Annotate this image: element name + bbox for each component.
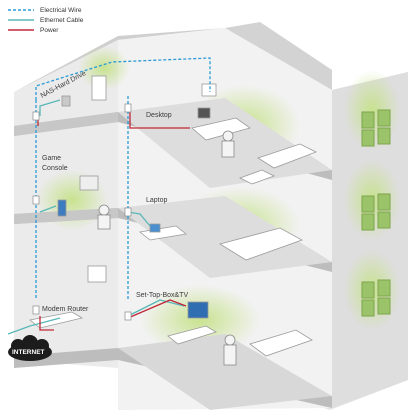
ethernet-cable (127, 211, 151, 227)
power-cable (127, 299, 187, 319)
label-laptop: Laptop (146, 197, 168, 204)
window (377, 279, 391, 297)
window (377, 127, 391, 145)
outlets (32, 103, 132, 321)
laptop (149, 223, 161, 233)
tv-screen (187, 301, 209, 319)
label-console: Console (42, 165, 68, 172)
window (361, 111, 375, 129)
person-desktop-head (222, 130, 234, 142)
legend-electrical-label: Electrical Wire (40, 7, 82, 14)
window (361, 129, 375, 147)
label-game: Game (42, 155, 61, 162)
legend-ethernet-label: Ethernet Cable (40, 17, 84, 24)
legend-power-label: Power (40, 27, 59, 34)
person-console-head (98, 204, 110, 216)
window (361, 195, 375, 213)
console-device (57, 199, 67, 217)
wiring (7, 57, 211, 335)
outlet (124, 103, 132, 113)
legend: Electrical Wire Ethernet Cable Power (8, 7, 84, 34)
window (361, 281, 375, 299)
laptop-desk (139, 225, 187, 241)
tv-cabinet (167, 325, 217, 345)
table-upper (238, 169, 276, 185)
ethernet-cable (39, 205, 57, 213)
power-cable (129, 110, 190, 129)
person-desktop-body (221, 140, 235, 158)
tv-console (79, 175, 99, 191)
window (377, 211, 391, 229)
house-front-wall (332, 72, 408, 408)
glow-top-left (78, 46, 130, 90)
label-set-top-box-tv: Set-Top-Box&TV (136, 292, 188, 299)
nas-device (61, 95, 71, 107)
left-floor-1 (14, 112, 118, 136)
window (377, 193, 391, 211)
outlet (32, 305, 40, 315)
modem-box (87, 265, 107, 283)
person-dancing-body (223, 344, 237, 366)
router-pad (29, 311, 84, 329)
wall-picture (201, 83, 217, 97)
bed (218, 227, 303, 261)
floor-top-lower (118, 334, 332, 410)
outlet (32, 111, 40, 121)
outlet (32, 195, 40, 205)
internet-cloud: INTERNET (8, 335, 52, 361)
sofa-lower (249, 329, 313, 357)
person-dancing-head (224, 334, 236, 346)
nas-shelf (91, 75, 107, 101)
internet-label: INTERNET (12, 349, 45, 356)
windows (361, 109, 391, 317)
power-cable (39, 316, 54, 331)
person-console-body (97, 214, 111, 230)
window (361, 213, 375, 231)
outlet (124, 207, 132, 217)
furniture (29, 75, 317, 357)
ethernet-cable (7, 317, 61, 335)
window (377, 297, 391, 315)
desktop-monitor (197, 107, 211, 119)
floor-top-middle (118, 196, 332, 278)
desktop-desk (191, 117, 251, 141)
outlet (124, 311, 132, 321)
people (97, 130, 237, 366)
ethernet-cable (39, 99, 61, 116)
label-desktop: Desktop (146, 112, 172, 119)
window (377, 109, 391, 127)
label-modem-router: Modem Router (42, 306, 89, 313)
ethernet-cable (127, 299, 185, 317)
roof-gable (225, 22, 332, 90)
window (361, 299, 375, 317)
sofa-upper (257, 143, 317, 169)
